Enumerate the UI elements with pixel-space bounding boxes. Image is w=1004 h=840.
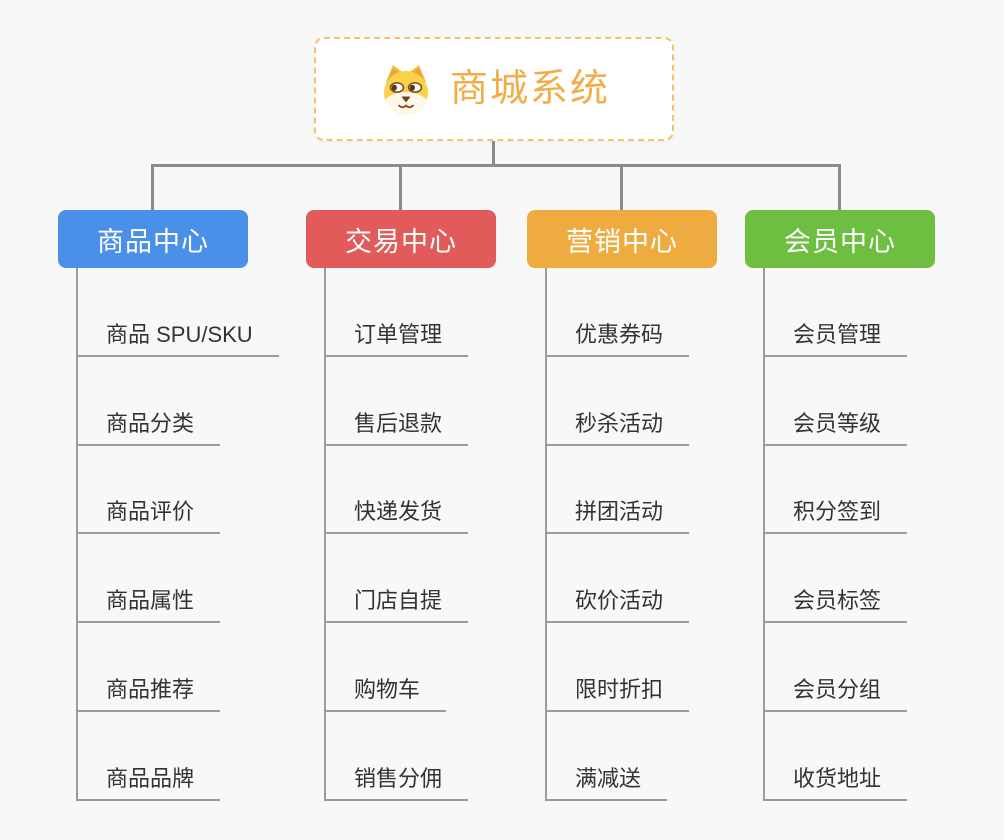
connector-trunk (324, 268, 326, 801)
leaf-node-label: 会员标签 (763, 590, 908, 624)
leaf-node[interactable]: 砍价活动 (545, 534, 690, 624)
leaf-node-label: 限时折扣 (545, 678, 690, 712)
leaf-node-label: 会员等级 (763, 412, 908, 446)
branch-node-member-center[interactable]: 会员中心 (745, 210, 935, 268)
branch-node-marketing-center[interactable]: 营销中心 (527, 210, 717, 268)
leaf-node-label: 优惠券码 (545, 323, 690, 357)
leaf-node-label: 收货地址 (763, 767, 908, 801)
leaf-node[interactable]: 拼团活动 (545, 446, 690, 535)
leaf-node[interactable]: 积分签到 (763, 446, 908, 535)
leaf-node[interactable]: 订单管理 (324, 268, 469, 357)
leaf-node[interactable]: 商品品牌 (76, 712, 279, 801)
root-node-label: 商城系统 (449, 68, 610, 110)
leaf-node[interactable]: 商品属性 (76, 534, 279, 624)
leaf-node[interactable]: 会员等级 (763, 357, 908, 446)
leaf-node[interactable]: 售后退款 (324, 357, 469, 446)
root-node[interactable]: 商城系统 (314, 37, 674, 141)
leaf-node[interactable]: 购物车 (324, 623, 468, 712)
leaf-node[interactable]: 商品 SPU/SKU (76, 268, 279, 357)
leaf-node[interactable]: 收货地址 (763, 712, 908, 801)
leaf-node-label: 商品分类 (76, 412, 221, 446)
branch-items-marketing-center: 优惠券码 秒杀活动 拼团活动 砍价活动 限时折扣 满减送 (545, 268, 690, 801)
leaf-node-label: 门店自提 (324, 590, 469, 624)
leaf-node-label: 会员分组 (763, 678, 908, 712)
connector-trunk (545, 268, 547, 801)
connector-drop-branch-2 (399, 167, 402, 210)
connector-root-stub (492, 141, 495, 165)
leaf-node-label: 售后退款 (324, 412, 469, 446)
doge-icon (383, 65, 428, 115)
leaf-node[interactable]: 秒杀活动 (545, 357, 690, 446)
leaf-node-label: 满减送 (545, 767, 668, 801)
leaf-node[interactable]: 商品分类 (76, 357, 279, 446)
leaf-node-label: 商品评价 (76, 501, 221, 535)
leaf-node[interactable]: 门店自提 (324, 534, 469, 624)
leaf-node-label: 拼团活动 (545, 501, 690, 535)
leaf-node-label: 会员管理 (763, 323, 908, 357)
leaf-node-label: 销售分佣 (324, 767, 469, 801)
leaf-node[interactable]: 商品推荐 (76, 623, 279, 712)
leaf-node-label: 商品品牌 (76, 767, 221, 801)
leaf-node[interactable]: 销售分佣 (324, 712, 469, 801)
leaf-node[interactable]: 快递发货 (324, 446, 469, 535)
branch-node-trade-center[interactable]: 交易中心 (306, 210, 496, 268)
leaf-node-label: 商品属性 (76, 590, 221, 624)
connector-drop-branch-1 (151, 167, 154, 210)
leaf-node[interactable]: 满减送 (545, 712, 689, 801)
leaf-node-label: 订单管理 (324, 323, 469, 357)
leaf-node-label: 商品推荐 (76, 678, 221, 712)
leaf-node-label: 积分签到 (763, 501, 908, 535)
leaf-node[interactable]: 商品评价 (76, 446, 279, 535)
leaf-node-label: 购物车 (324, 678, 447, 712)
branch-node-product-center[interactable]: 商品中心 (58, 210, 248, 268)
leaf-node[interactable]: 会员分组 (763, 623, 908, 712)
leaf-node[interactable]: 限时折扣 (545, 623, 690, 712)
connector-horizontal (151, 164, 841, 167)
leaf-node-label: 砍价活动 (545, 590, 690, 624)
leaf-node[interactable]: 会员管理 (763, 268, 908, 357)
connector-drop-branch-4 (838, 167, 841, 210)
connector-trunk (763, 268, 765, 801)
connector-drop-branch-3 (620, 167, 623, 210)
branch-items-product-center: 商品 SPU/SKU 商品分类 商品评价 商品属性 商品推荐 商品品牌 (76, 268, 279, 801)
leaf-node-label: 快递发货 (324, 501, 469, 535)
connector-trunk (76, 268, 78, 801)
leaf-node[interactable]: 优惠券码 (545, 268, 690, 357)
leaf-node-label: 商品 SPU/SKU (76, 323, 279, 357)
leaf-node-label: 秒杀活动 (545, 412, 690, 446)
leaf-node[interactable]: 会员标签 (763, 534, 908, 624)
branch-items-member-center: 会员管理 会员等级 积分签到 会员标签 会员分组 收货地址 (763, 268, 908, 801)
branch-items-trade-center: 订单管理 售后退款 快递发货 门店自提 购物车 销售分佣 (324, 268, 469, 801)
